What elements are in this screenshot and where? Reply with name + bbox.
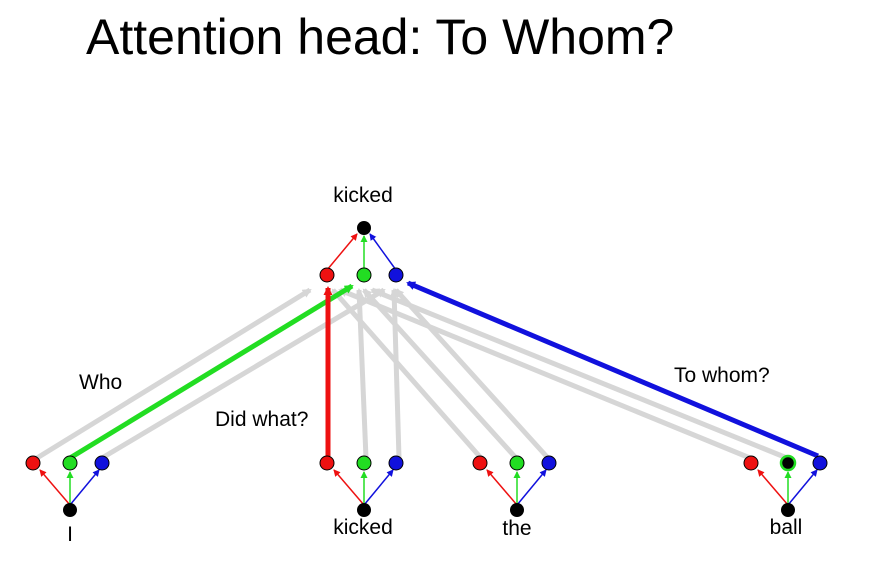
i-green-node [62,455,78,471]
i-word-node [63,503,77,517]
word-cluster-i: I [25,455,110,546]
edge-label-did-what: Did what? [215,408,308,431]
ball-blue-node [812,455,828,471]
kicked-red-node [319,455,335,471]
ball-word-node [781,503,795,517]
kicked-word-node [357,503,371,517]
gray-arrow [394,288,550,460]
edge-label-to-whom: To whom? [674,364,770,387]
the-green-node [509,455,525,471]
the-word-node [510,503,524,517]
gray-arrow [100,287,386,461]
who-arrow [68,283,354,461]
the-blue-node [541,455,557,471]
top-blue-node [388,267,404,283]
word-cluster-kicked: kicked [319,455,404,539]
word-label-kicked: kicked [333,516,393,539]
top-green-node [356,267,372,283]
top-word-label: kicked [333,184,393,207]
top-word-cluster: kicked [319,184,404,283]
kicked-blue-node [388,455,404,471]
the-red-node [472,455,488,471]
gray-arrow [389,288,402,459]
i-red-node [25,455,41,471]
gray-arrow [354,288,369,459]
top-red-node [319,267,335,283]
gray-arrow [338,287,751,461]
word-cluster-ball: ball [743,454,828,539]
word-label-the: the [502,517,531,540]
gray-arrow [331,288,483,460]
gray-arrow [370,287,788,461]
word-cluster-the: the [472,455,557,540]
ball-red-node [743,455,759,471]
gray-arrow [362,288,518,460]
gray-arrow [35,287,312,461]
page-title: Attention head: To Whom? [86,9,675,65]
i-blue-node [94,455,110,471]
kicked-green-node [356,455,372,471]
gray-attention-arrows [35,287,788,461]
to-whom-arrow [406,280,819,459]
word-label-i: I [67,523,73,546]
ball-green-node [779,454,797,472]
edge-label-who: Who [79,371,122,394]
word-label-ball: ball [770,516,803,539]
top-word-node [357,221,371,235]
